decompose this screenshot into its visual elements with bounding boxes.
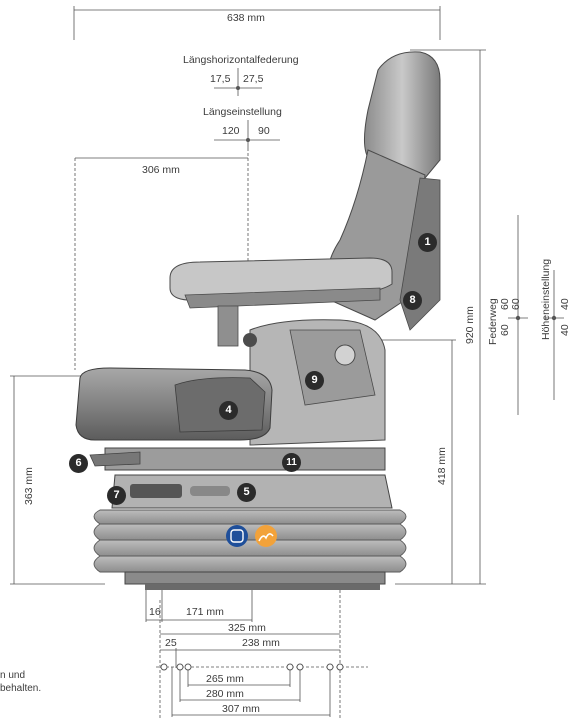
heating-icon [255,525,277,547]
height-363-label: 363 mm [23,467,35,505]
horizontal-suspension-title: Längshorizontalfederung [183,54,299,66]
base-16-label: 16 [149,606,161,618]
badge-4: 4 [219,401,238,420]
rail-238-label: 238 mm [242,637,280,649]
badge-5: 5 [237,483,256,502]
base-171-label: 171 mm [186,606,224,618]
rail-265-label: 265 mm [206,673,244,685]
height-adjust-upper: 40 [559,298,571,310]
height-adjust-lower: 40 [559,324,571,336]
badge-7: 7 [107,486,126,505]
suspension-stroke-lower: 60 [499,324,511,336]
rail-325-label: 325 mm [228,622,266,634]
footnote-line-2: behalten. [0,683,42,694]
badge-1: 1 [418,233,437,252]
badge-6: 6 [69,454,88,473]
depth-306-label: 306 mm [142,164,180,176]
air-suspension-icon [226,525,248,547]
height-adjust-title: Höheneinstellung [540,258,552,340]
total-width-label: 638 mm [227,12,265,24]
badge-8: 8 [403,291,422,310]
longitudinal-right: 90 [258,125,270,137]
rail-25-label: 25 [165,637,177,649]
suspension-stroke-upper-b: 60 [510,298,522,310]
suspension-stroke-title: Federweg [487,298,499,345]
rail-280-label: 280 mm [206,688,244,700]
longitudinal-left: 120 [222,125,240,137]
horizontal-suspension-left: 17,5 [210,73,231,85]
height-418-label: 418 mm [436,447,448,485]
longitudinal-title: Längseinstellung [203,106,282,118]
badge-11: 11 [282,453,301,472]
horizontal-suspension-right: 27,5 [243,73,264,85]
footnote-line-1: n und [0,670,26,681]
badge-9: 9 [305,371,324,390]
height-920-label: 920 mm [464,306,476,344]
rail-307-label: 307 mm [222,703,260,715]
